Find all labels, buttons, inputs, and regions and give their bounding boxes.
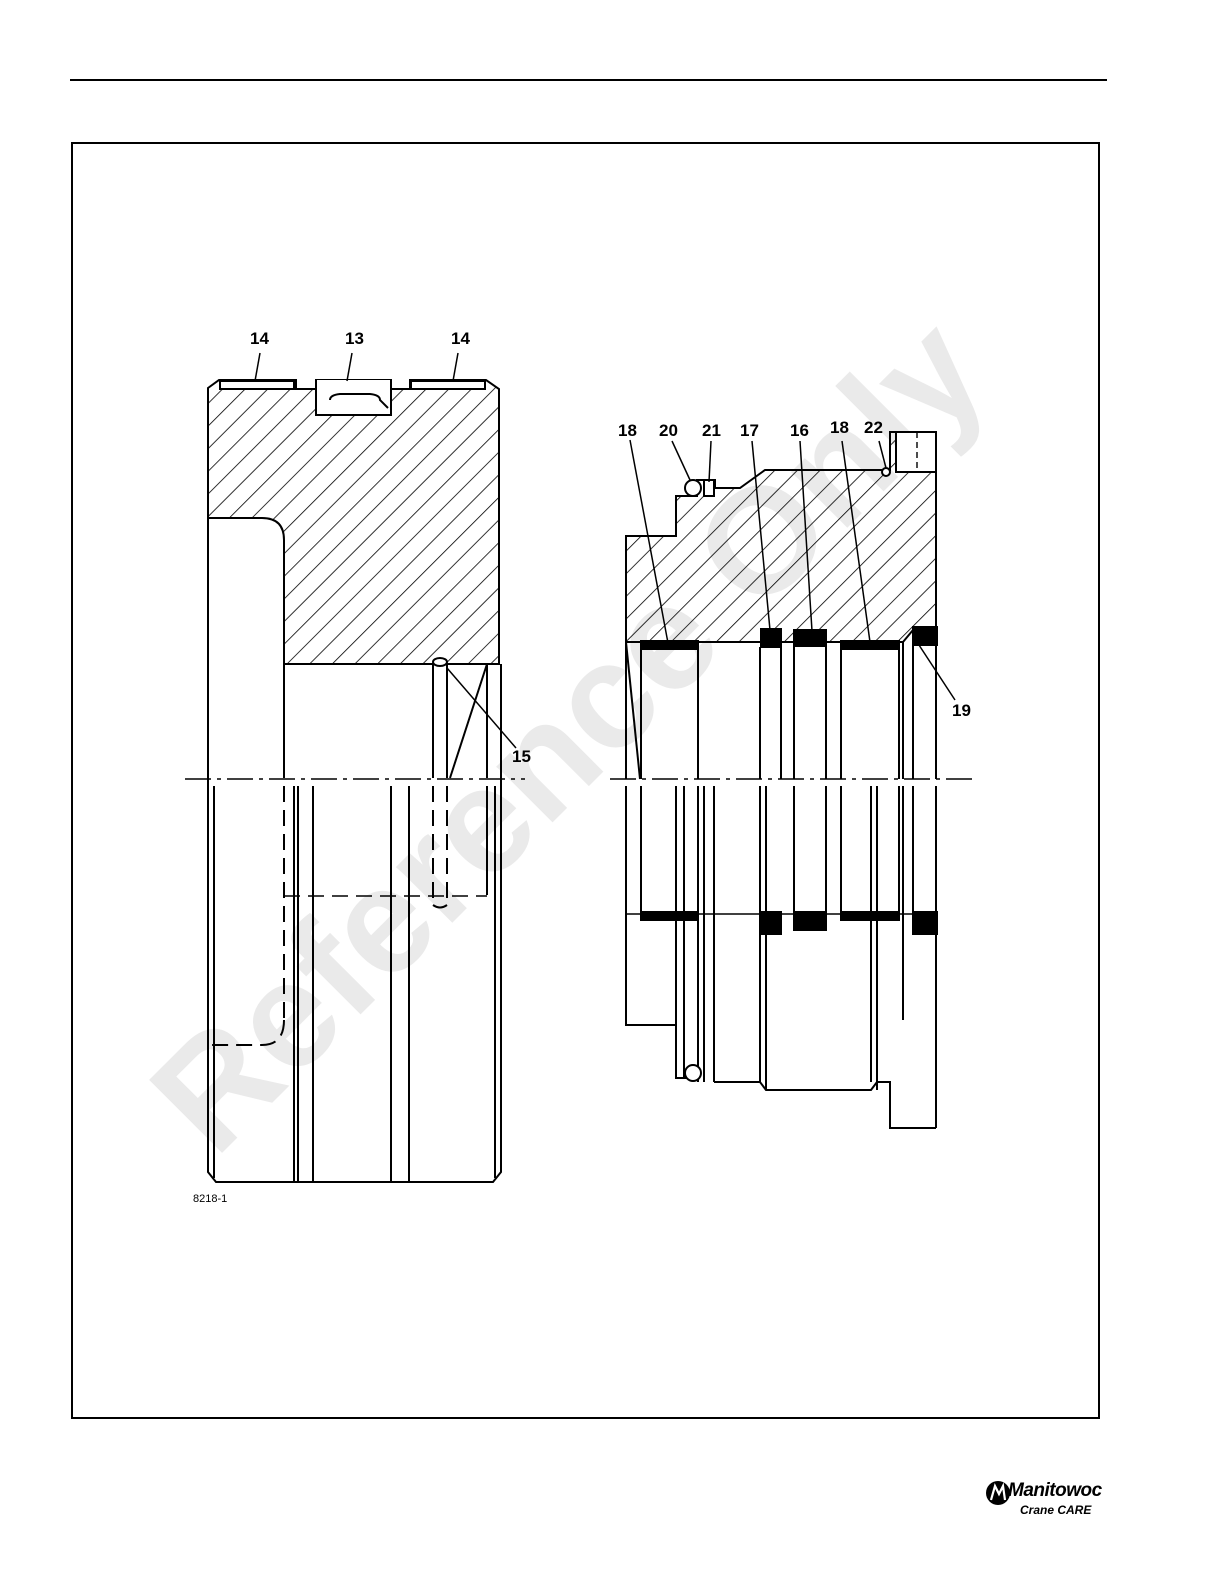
callout-17: 17 xyxy=(740,421,759,440)
callout-16: 16 xyxy=(790,421,809,440)
callout-13: 13 xyxy=(345,329,364,348)
callout-18-left: 18 xyxy=(618,421,637,440)
callout-15: 15 xyxy=(512,747,531,766)
callout-14-right: 14 xyxy=(451,329,470,348)
logo-name: Manitowoc xyxy=(1008,1480,1102,1502)
right-view xyxy=(610,432,972,1128)
callout-19: 19 xyxy=(952,701,971,720)
logo-subtitle: Crane CARE xyxy=(1020,1503,1091,1517)
callout-14-left: 14 xyxy=(250,329,269,348)
callout-18-right: 18 xyxy=(830,418,849,437)
figure-id: 8218-1 xyxy=(193,1193,227,1205)
callout-22: 22 xyxy=(864,418,883,437)
left-hatched-section xyxy=(208,380,499,664)
callout-20: 20 xyxy=(659,421,678,440)
callout-21: 21 xyxy=(702,421,721,440)
